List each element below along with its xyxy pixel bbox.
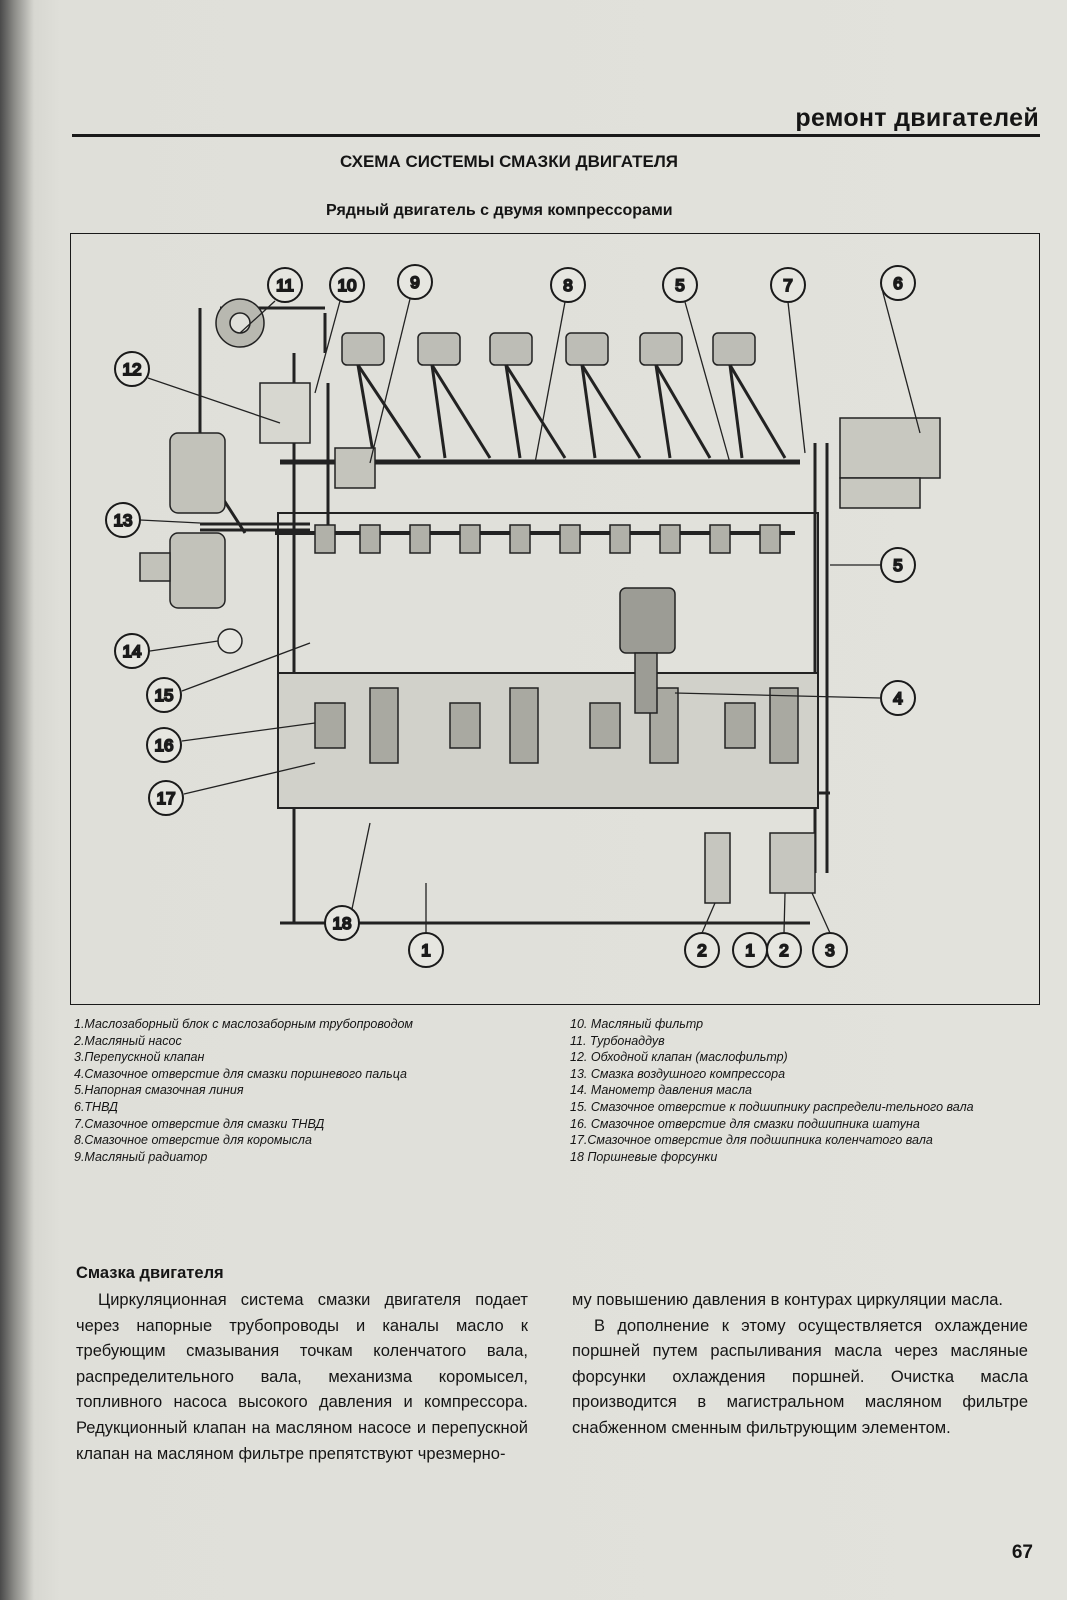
svg-text:5: 5 xyxy=(675,276,684,295)
legend-item: 13. Смазка воздушного компрессора xyxy=(570,1066,786,1081)
legend-item: 9.Масляный радиатор xyxy=(74,1149,208,1164)
engine-block xyxy=(277,512,819,809)
svg-text:5: 5 xyxy=(893,556,902,575)
legend-item: 16. Смазочное отверстие для смазки подши… xyxy=(570,1116,920,1131)
oil-cooler xyxy=(334,447,376,489)
svg-text:17: 17 xyxy=(157,789,176,808)
svg-text:15: 15 xyxy=(155,686,174,705)
fuel-injection-pump xyxy=(839,417,941,509)
piston-assembly xyxy=(619,587,676,714)
svg-text:8: 8 xyxy=(563,276,572,295)
svg-text:14: 14 xyxy=(123,642,142,661)
page-number: 67 xyxy=(1011,1542,1033,1563)
legend-item: 6.ТНВД xyxy=(74,1099,118,1114)
legend-item: 15. Смазочное отверстие к подшипнику рас… xyxy=(570,1099,974,1114)
oil-pump-assembly xyxy=(704,832,816,904)
rocker-lines xyxy=(356,364,787,459)
page-title: СХЕМА СИСТЕМЫ СМАЗКИ ДВИГАТЕЛЯ xyxy=(340,152,678,171)
legend-item: 1.Маслозаборный блок с маслозаборным тру… xyxy=(74,1017,413,1031)
legend-item: 4.Смазочное отверстие для смазки поршнев… xyxy=(74,1066,407,1081)
svg-text:13: 13 xyxy=(114,511,133,530)
header-rule xyxy=(72,134,1040,137)
body-column-right: му повышению давления в контурах циркуля… xyxy=(572,1288,1028,1442)
legend-item: 10. Масляный фильтр xyxy=(570,1017,704,1031)
legend-item: 3.Перепускной клапан xyxy=(74,1050,205,1065)
legend-item: 14. Манометр давления масла xyxy=(570,1083,752,1098)
legend-right: 10. Масляный фильтр 11. Турбонаддув 12. … xyxy=(570,1016,1040,1165)
svg-text:2: 2 xyxy=(779,941,788,960)
lubrication-diagram: 11 10 9 8 5 7 6 12 13 5 14 15 4 16 17 18… xyxy=(70,233,1040,1005)
diagram-subtitle: Рядный двигатель с двумя компрессорами xyxy=(326,202,673,219)
svg-text:11: 11 xyxy=(276,276,294,295)
section-heading: Смазка двигателя xyxy=(76,1264,224,1282)
legend-left: 1.Маслозаборный блок с маслозаборным тру… xyxy=(74,1016,534,1165)
body-paragraph: му повышению давления в контурах циркуля… xyxy=(572,1291,1004,1309)
legend-item: 17.Смазочное отверстие для подшипника ко… xyxy=(570,1133,933,1148)
crankshaft xyxy=(314,687,799,764)
svg-text:2: 2 xyxy=(697,941,706,960)
turbocharger-assembly xyxy=(215,298,311,444)
svg-text:10: 10 xyxy=(338,276,357,295)
diagram-frame xyxy=(70,233,1040,1005)
svg-text:1: 1 xyxy=(745,941,754,960)
oil-pressure-gauge xyxy=(217,628,243,654)
camshaft-lobes xyxy=(314,524,781,554)
svg-text:16: 16 xyxy=(155,736,174,755)
legend-item: 2.Масляный насос xyxy=(74,1033,182,1048)
legend-item: 11. Турбонаддув xyxy=(570,1033,665,1048)
legend-item: 18 Поршневые форсунки xyxy=(570,1149,718,1164)
rocker-units xyxy=(341,332,756,366)
body-column-left: Циркуляционная система смазки двигателя … xyxy=(76,1288,528,1467)
callout-circles: 11 10 9 8 5 7 6 12 13 5 14 15 4 16 17 18… xyxy=(105,264,916,968)
svg-text:3: 3 xyxy=(825,941,834,960)
legend-item: 12. Обходной клапан (маслофильтр) xyxy=(570,1050,788,1065)
svg-text:9: 9 xyxy=(410,273,419,292)
legend-item: 7.Смазочное отверстие для смазки ТНВД xyxy=(74,1116,325,1131)
section-title: ремонт двигателей xyxy=(795,104,1039,132)
svg-text:7: 7 xyxy=(783,276,792,295)
svg-text:12: 12 xyxy=(123,360,142,379)
svg-text:18: 18 xyxy=(333,914,352,933)
svg-text:6: 6 xyxy=(893,274,902,293)
svg-text:4: 4 xyxy=(893,689,902,708)
svg-text:1: 1 xyxy=(421,941,430,960)
legend-item: 5.Напорная смазочная линия xyxy=(74,1083,244,1098)
body-paragraph: В дополнение к этому осуществляется охла… xyxy=(572,1316,1028,1437)
body-paragraph: Циркуляционная система смазки двигателя … xyxy=(76,1291,528,1463)
air-compressor xyxy=(139,432,226,609)
callout-leaders xyxy=(139,288,921,934)
legend-item: 8.Смазочное отверстие для коромысла xyxy=(74,1133,312,1148)
